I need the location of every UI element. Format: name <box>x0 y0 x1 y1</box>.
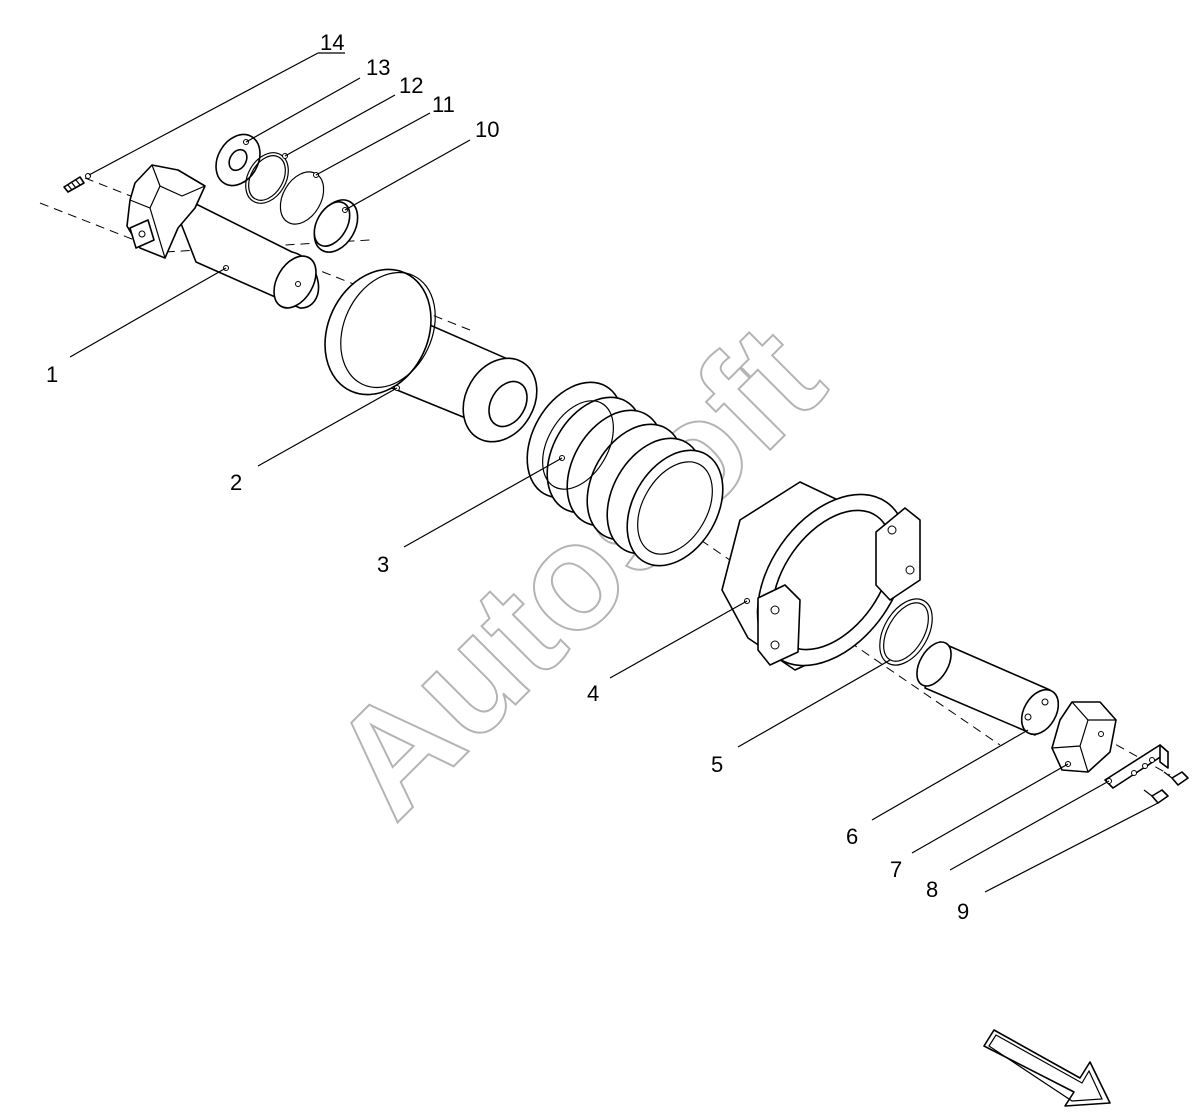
callout-11: 11 <box>432 92 455 117</box>
part-3-spring <box>526 381 724 567</box>
callout-9: 9 <box>957 899 969 924</box>
arrow-right-down-icon <box>983 1029 1111 1107</box>
part-9-bolts <box>1143 771 1189 804</box>
part-14-grease-fitting <box>63 173 91 193</box>
part-7-hex-nut <box>1051 701 1117 773</box>
part-1-rod <box>126 164 320 309</box>
callout-12: 12 <box>399 73 423 98</box>
callout-4: 4 <box>587 681 599 706</box>
part-13-washer <box>215 133 261 187</box>
part-10-bushing <box>313 199 359 253</box>
callout-14: 14 <box>320 30 344 55</box>
callout-13: 13 <box>366 55 390 80</box>
part-5-o-ring <box>879 598 933 666</box>
callout-2: 2 <box>230 470 242 495</box>
part-8-lock-plate <box>1104 744 1169 789</box>
part-2-piston <box>324 268 538 443</box>
callout-6: 6 <box>846 824 858 849</box>
callout-5: 5 <box>711 752 723 777</box>
callout-1: 1 <box>46 362 58 387</box>
callout-3: 3 <box>377 552 389 577</box>
callout-10: 10 <box>475 117 499 142</box>
callout-8: 8 <box>926 877 938 902</box>
callouts: 14 13 12 11 10 1 2 3 4 5 6 7 8 9 <box>46 30 969 924</box>
callout-7: 7 <box>890 857 902 882</box>
leader-lines <box>69 52 1159 893</box>
part-6-pin <box>916 641 1060 736</box>
part-4-bracket <box>721 481 921 671</box>
